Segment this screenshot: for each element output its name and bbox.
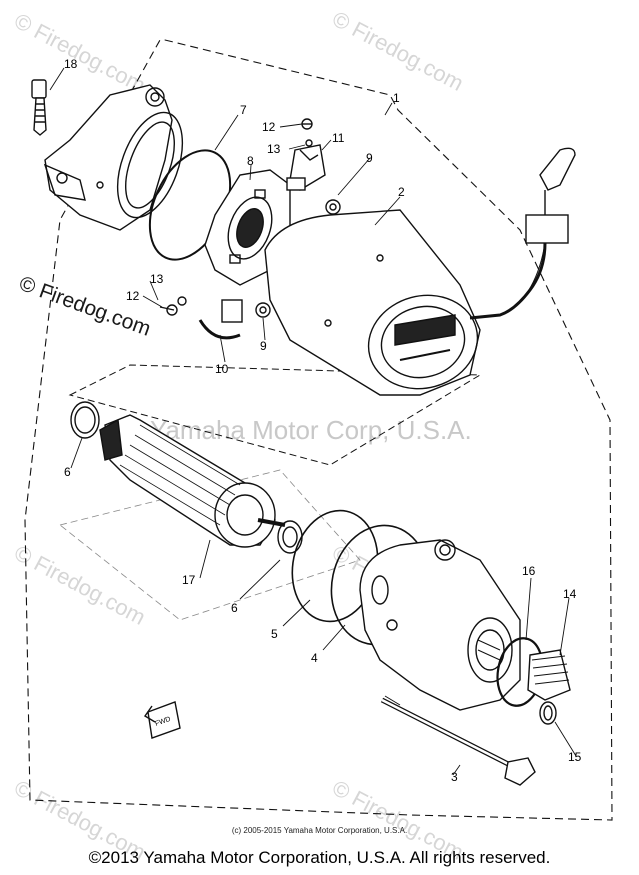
callout-3: 3 bbox=[451, 770, 458, 784]
callout-14: 14 bbox=[563, 587, 577, 601]
callout-12-top: 12 bbox=[262, 120, 276, 134]
end-cover-group-box bbox=[59, 469, 361, 621]
yoke-2 bbox=[264, 209, 481, 396]
callout-12-left: 12 bbox=[126, 289, 140, 303]
washer-13-top bbox=[305, 139, 313, 147]
screw-12-left bbox=[159, 304, 178, 316]
leader-lines bbox=[49, 67, 577, 776]
washer-6-left bbox=[70, 401, 100, 439]
rear-cover bbox=[43, 84, 184, 231]
callout-6-left: 6 bbox=[64, 465, 71, 479]
screw-12-top bbox=[301, 118, 313, 130]
callout-2: 2 bbox=[398, 185, 405, 199]
callout-10: 10 bbox=[215, 362, 229, 376]
callout-11: 11 bbox=[332, 131, 345, 145]
washer-13-left bbox=[177, 296, 187, 306]
small-copyright: (c) 2005-2015 Yamaha Motor Corporation, … bbox=[231, 826, 408, 835]
callout-4: 4 bbox=[311, 651, 318, 665]
bolt-18 bbox=[31, 79, 47, 136]
callout-13-left: 13 bbox=[150, 272, 164, 286]
brush-holder-11 bbox=[286, 144, 326, 191]
callout-1: 1 bbox=[393, 91, 400, 105]
callout-15: 15 bbox=[568, 750, 582, 764]
callout-6-lower: 6 bbox=[231, 601, 238, 615]
washer-9-left bbox=[255, 302, 271, 318]
callout-5: 5 bbox=[271, 627, 278, 641]
callout-17: 17 bbox=[182, 573, 196, 587]
gear-14 bbox=[527, 649, 571, 701]
callout-16: 16 bbox=[522, 564, 536, 578]
callout-9-top: 9 bbox=[366, 151, 373, 165]
fwd-arrow-icon bbox=[143, 701, 181, 739]
lead-wire bbox=[469, 147, 576, 320]
watermark-center: Yamaha Motor Corp, U.S.A. bbox=[150, 415, 472, 445]
callout-13-top: 13 bbox=[267, 142, 281, 156]
bolt-3 bbox=[380, 695, 536, 786]
armature-17 bbox=[99, 414, 286, 548]
front-cover bbox=[359, 539, 521, 711]
brush-10 bbox=[198, 299, 243, 340]
washer-9-top bbox=[325, 199, 341, 215]
armature-group-box bbox=[68, 364, 482, 466]
callout-8: 8 bbox=[247, 154, 254, 168]
circlip-15 bbox=[539, 701, 557, 725]
washer-6-lower bbox=[277, 520, 303, 554]
callout-7: 7 bbox=[240, 103, 247, 117]
footer-copyright: ©2013 Yamaha Motor Corporation, U.S.A. A… bbox=[88, 848, 551, 867]
callout-9-left: 9 bbox=[260, 339, 267, 353]
callout-18: 18 bbox=[64, 57, 78, 71]
